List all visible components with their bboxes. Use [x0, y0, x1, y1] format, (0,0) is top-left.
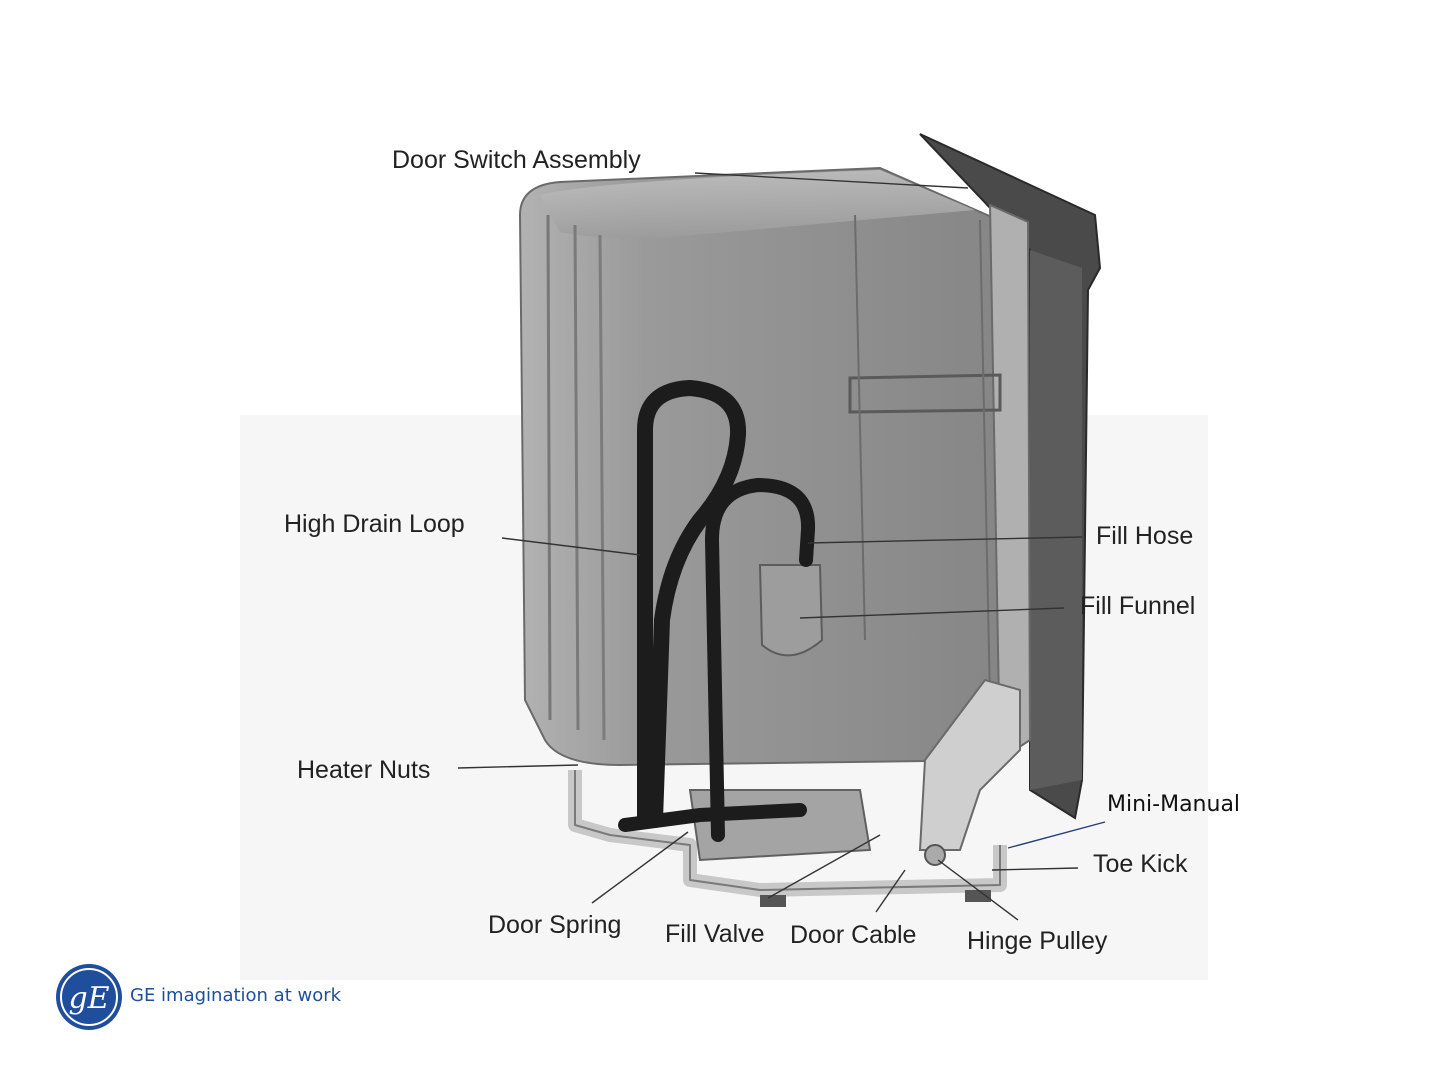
svg-text:gE: gE — [68, 981, 109, 1016]
label-door-spring: Door Spring — [488, 911, 621, 940]
label-door-switch-assembly: Door Switch Assembly — [392, 146, 641, 175]
ge-logo-icon: gE — [54, 962, 124, 1032]
label-door-cable: Door Cable — [790, 921, 916, 950]
label-toe-kick: Toe Kick — [1093, 850, 1187, 879]
brand-tagline: GE imagination at work — [130, 985, 341, 1006]
tub-rib — [548, 215, 550, 720]
label-fill-hose: Fill Hose — [1096, 522, 1193, 551]
tub-body — [520, 168, 1020, 765]
label-mini-manual: Mini-Manual — [1107, 792, 1240, 817]
fill-funnel — [760, 565, 822, 655]
label-fill-valve: Fill Valve — [665, 920, 765, 949]
hinge-pulley-wheel — [925, 845, 945, 865]
label-hinge-pulley: Hinge Pulley — [967, 927, 1107, 956]
leveling-foot — [760, 895, 786, 907]
door-edge — [1030, 250, 1082, 790]
label-fill-funnel: Fill Funnel — [1080, 592, 1195, 621]
label-heater-nuts: Heater Nuts — [297, 756, 430, 785]
label-high-drain-loop: High Drain Loop — [284, 510, 465, 539]
